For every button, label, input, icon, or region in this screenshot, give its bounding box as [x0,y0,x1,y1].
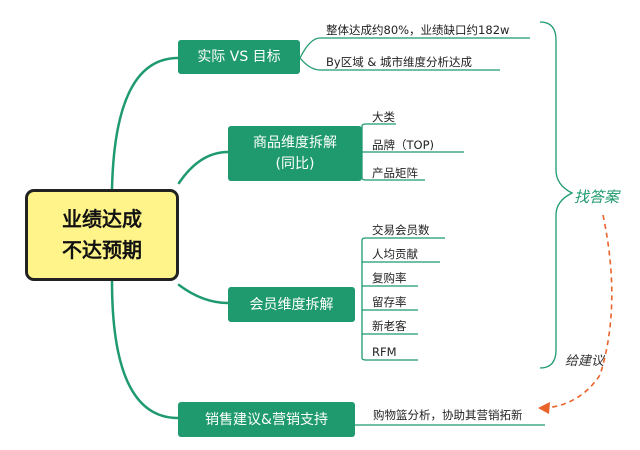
branch-connector-4 [110,279,180,420]
leaf-product-matrix: 产品矩阵 [372,166,418,180]
leaf-tree-3 [361,237,445,361]
branch-sales-advice-label: 销售建议&营销支持 [205,411,328,428]
branch-member-dimension: 会员维度拆解 [228,287,355,322]
central-topic-line2: 不达预期 [62,238,142,262]
advice-arrow [544,214,613,409]
leaf-overall-achievement: 整体达成约80%，业绩缺口约182w [326,23,510,37]
branch-member-dimension-label: 会员维度拆解 [249,296,334,313]
leaf-retention-rate: 留存率 [372,295,407,309]
leaf-transaction-members: 交易会员数 [372,223,430,237]
branch-sales-advice: 销售建议&营销支持 [178,402,355,437]
leaf-new-old-customers: 新老客 [372,319,407,333]
branch-connector-3 [177,283,230,305]
leaf-basket-analysis: 购物篮分析，协助其营销拓新 [373,408,523,422]
leaf-category: 大类 [372,110,395,124]
leaf-repurchase-rate: 复购率 [372,271,407,285]
leaf-avg-contribution: 人均贡献 [372,247,418,261]
advice-arrow-head [538,402,550,414]
branch-actual-vs-target: 实际 VS 目标 [178,40,300,74]
leaf-region-city-analysis: By区域 & 城市维度分析达成 [326,55,472,69]
central-topic-line1: 业绩达成 [62,207,142,231]
right-bracket [539,21,574,369]
branch-actual-vs-target-label: 实际 VS 目标 [197,49,281,65]
give-advice-label: 给建议 [565,354,605,369]
branch-connector-1 [110,56,180,191]
leaf-tree-1 [299,37,530,71]
branch-product-dimension-line2: (同比) [275,155,315,172]
leaf-rfm: RFM [372,345,397,359]
find-answer-label: 找答案 [574,188,620,206]
leaf-tree-2 [361,123,464,181]
branch-product-dimension: 商品维度拆解 (同比) [228,126,362,181]
central-topic: 业绩达成 不达预期 [25,189,179,281]
branch-connector-2 [177,150,230,185]
branch-product-dimension-line1: 商品维度拆解 [253,134,337,151]
leaf-brand-top: 品牌（TOP) [372,138,434,152]
